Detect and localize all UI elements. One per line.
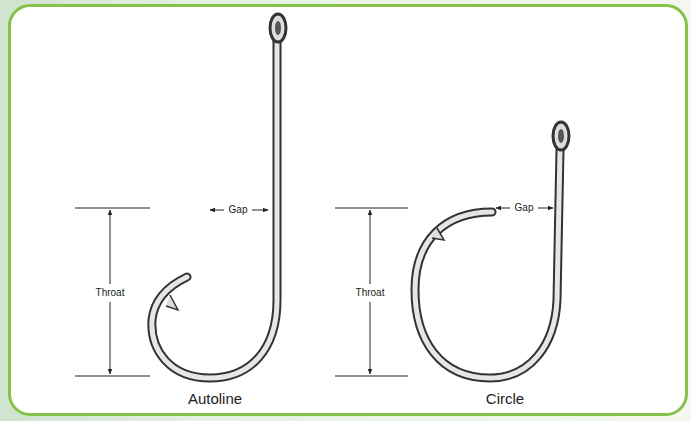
throat-label: Throat: [94, 287, 127, 299]
throat-dimension: [75, 208, 150, 376]
hook-caption: Autoline: [186, 390, 244, 407]
throat-dimension: [335, 208, 408, 376]
gap-label: Gap: [513, 202, 536, 214]
throat-label: Throat: [354, 287, 387, 299]
gap-label: Gap: [227, 204, 250, 216]
autoline-hook: [152, 14, 286, 378]
hook-caption: Circle: [484, 390, 526, 407]
circle-hook: [415, 122, 569, 378]
